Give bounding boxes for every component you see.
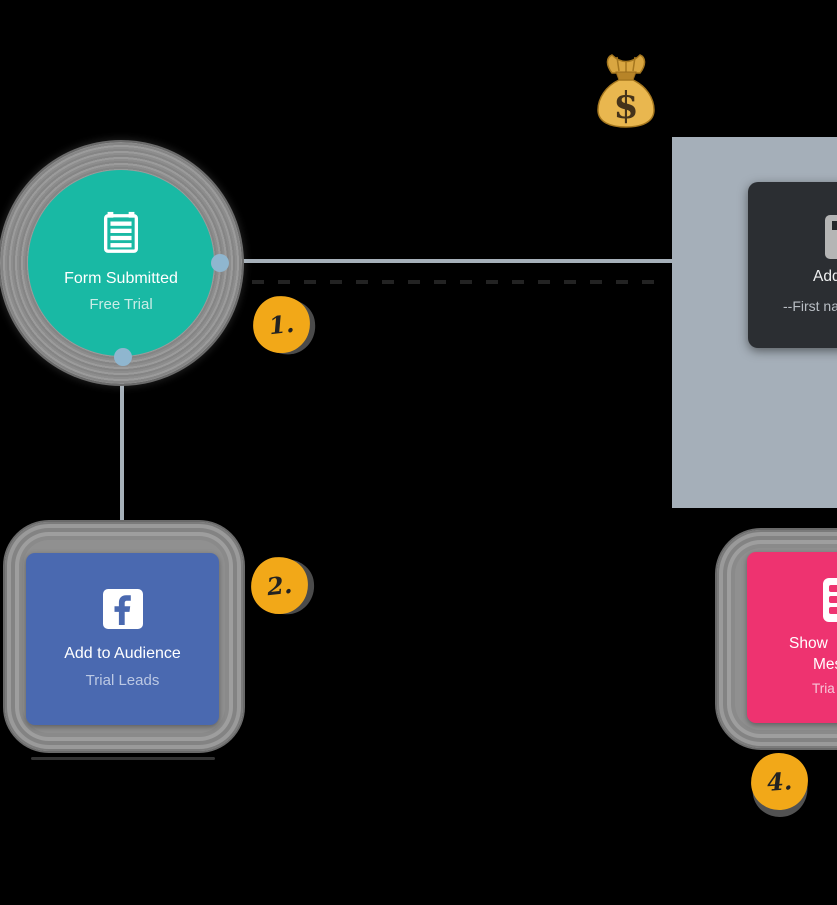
step-badge-2: 2. — [248, 554, 311, 617]
tag-title: Add — [813, 268, 837, 285]
tag-node-add[interactable]: Add --First na — [748, 182, 837, 348]
audience-node-add-to-audience[interactable]: Add to Audience Trial Leads — [26, 553, 219, 725]
note-icon — [824, 214, 837, 265]
message-lines-icon — [822, 577, 837, 628]
message-title-line2: Mes — [813, 656, 837, 673]
message-node-show-message[interactable]: Show Mes Tria — [747, 552, 837, 723]
connector-trigger-to-audience — [120, 366, 124, 530]
money-bag-emoji: $ — [592, 52, 660, 130]
step-badge-1: 1. — [250, 293, 313, 356]
connection-dot-bottom[interactable] — [114, 348, 132, 366]
connector-trigger-to-tag — [228, 259, 676, 263]
trigger-title: Form Submitted — [64, 270, 178, 287]
svg-text:$: $ — [613, 85, 638, 127]
connection-dot-right[interactable] — [211, 254, 229, 272]
step-badge-1-label: 1. — [267, 308, 296, 341]
audience-title: Add to Audience — [64, 645, 181, 662]
trigger-subtitle: Free Trial — [89, 296, 153, 313]
message-subtitle: Tria — [812, 681, 835, 696]
trigger-node-form-submitted[interactable]: Form Submitted Free Trial — [28, 170, 214, 356]
halo-shadow — [31, 757, 215, 760]
audience-subtitle: Trial Leads — [85, 672, 160, 689]
tag-subtitle: --First na — [783, 298, 837, 314]
connector-shadow — [252, 280, 668, 284]
step-badge-2-label: 2. — [265, 569, 294, 602]
step-badge-4: 4. — [749, 751, 810, 812]
step-badge-4-label: 4. — [765, 766, 794, 797]
facebook-icon — [103, 589, 143, 634]
message-title-line1: Show — [789, 635, 828, 652]
form-icon — [98, 210, 144, 261]
